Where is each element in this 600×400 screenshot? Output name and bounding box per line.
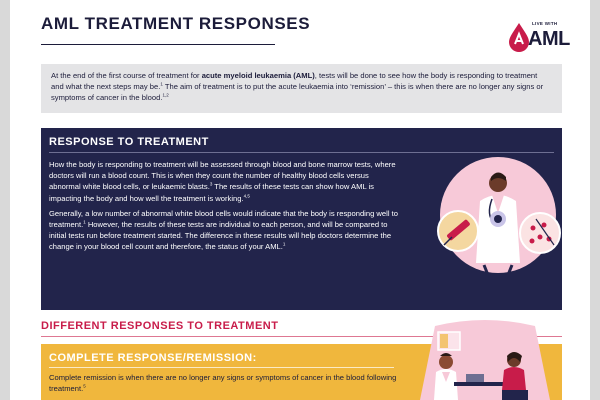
- intro-text-1: At the end of the first course of treatm…: [51, 71, 202, 80]
- intro-ref-1: 1: [160, 81, 163, 87]
- response-p1-text-b: The results of these tests can show how …: [49, 182, 374, 203]
- intro-box: At the end of the first course of treatm…: [41, 64, 562, 113]
- response-p1-ref-1: 3: [209, 181, 213, 187]
- intro-bold-term: acute myeloid leukaemia (AML): [201, 71, 315, 80]
- logo-tagline: LIVE WITH: [532, 21, 558, 26]
- response-heading: RESPONSE TO TREATMENT: [49, 136, 209, 148]
- response-divider: [49, 152, 554, 153]
- response-p1-ref-2: 4,5: [243, 193, 250, 199]
- complete-response-text: Complete remission is when there are no …: [49, 373, 397, 394]
- complete-response-ref: 5: [83, 383, 86, 389]
- doctor-patient-consultation-illustration: [420, 320, 550, 400]
- doctor-microscope-illustration: [437, 157, 561, 276]
- complete-response-heading: COMPLETE RESPONSE/REMISSION:: [49, 352, 257, 364]
- page-title: AML TREATMENT RESPONSES: [41, 14, 311, 33]
- intro-ref-2: 1,2: [162, 92, 169, 98]
- response-p2-text-a: Generally, a low number of abnormal whit…: [49, 208, 398, 230]
- title-underline: [41, 44, 275, 45]
- response-paragraph-1: How the body is responding to treatment …: [49, 159, 399, 204]
- blood-drop-icon: [509, 23, 529, 52]
- response-section: RESPONSE TO TREATMENT How the body is re…: [41, 128, 562, 310]
- response-p2-text-b: However, the results of these tests are …: [49, 220, 392, 252]
- response-p2-ref-2: 1: [282, 241, 286, 247]
- different-responses-divider: [41, 336, 562, 337]
- live-with-aml-logo: LIVE WITH AML: [508, 20, 570, 54]
- different-responses-heading: DIFFERENT RESPONSES TO TREATMENT: [41, 320, 279, 332]
- complete-response-body: Complete remission is when there are no …: [49, 372, 399, 394]
- response-p1-text-a: How the body is responding to treatment …: [49, 160, 396, 192]
- response-body: How the body is responding to treatment …: [49, 159, 399, 257]
- response-p2-ref-1: 1: [83, 219, 86, 225]
- intro-text-2: , tests will be done to see how the body…: [51, 71, 538, 92]
- complete-response-divider: [49, 367, 394, 368]
- intro-text-3: The aim of treatment is to put the acute…: [51, 82, 544, 103]
- logo-wordmark: AML: [528, 28, 570, 50]
- document-page: AML TREATMENT RESPONSES LIVE WITH AML At…: [10, 0, 590, 400]
- response-paragraph-2: Generally, a low number of abnormal whit…: [49, 208, 399, 253]
